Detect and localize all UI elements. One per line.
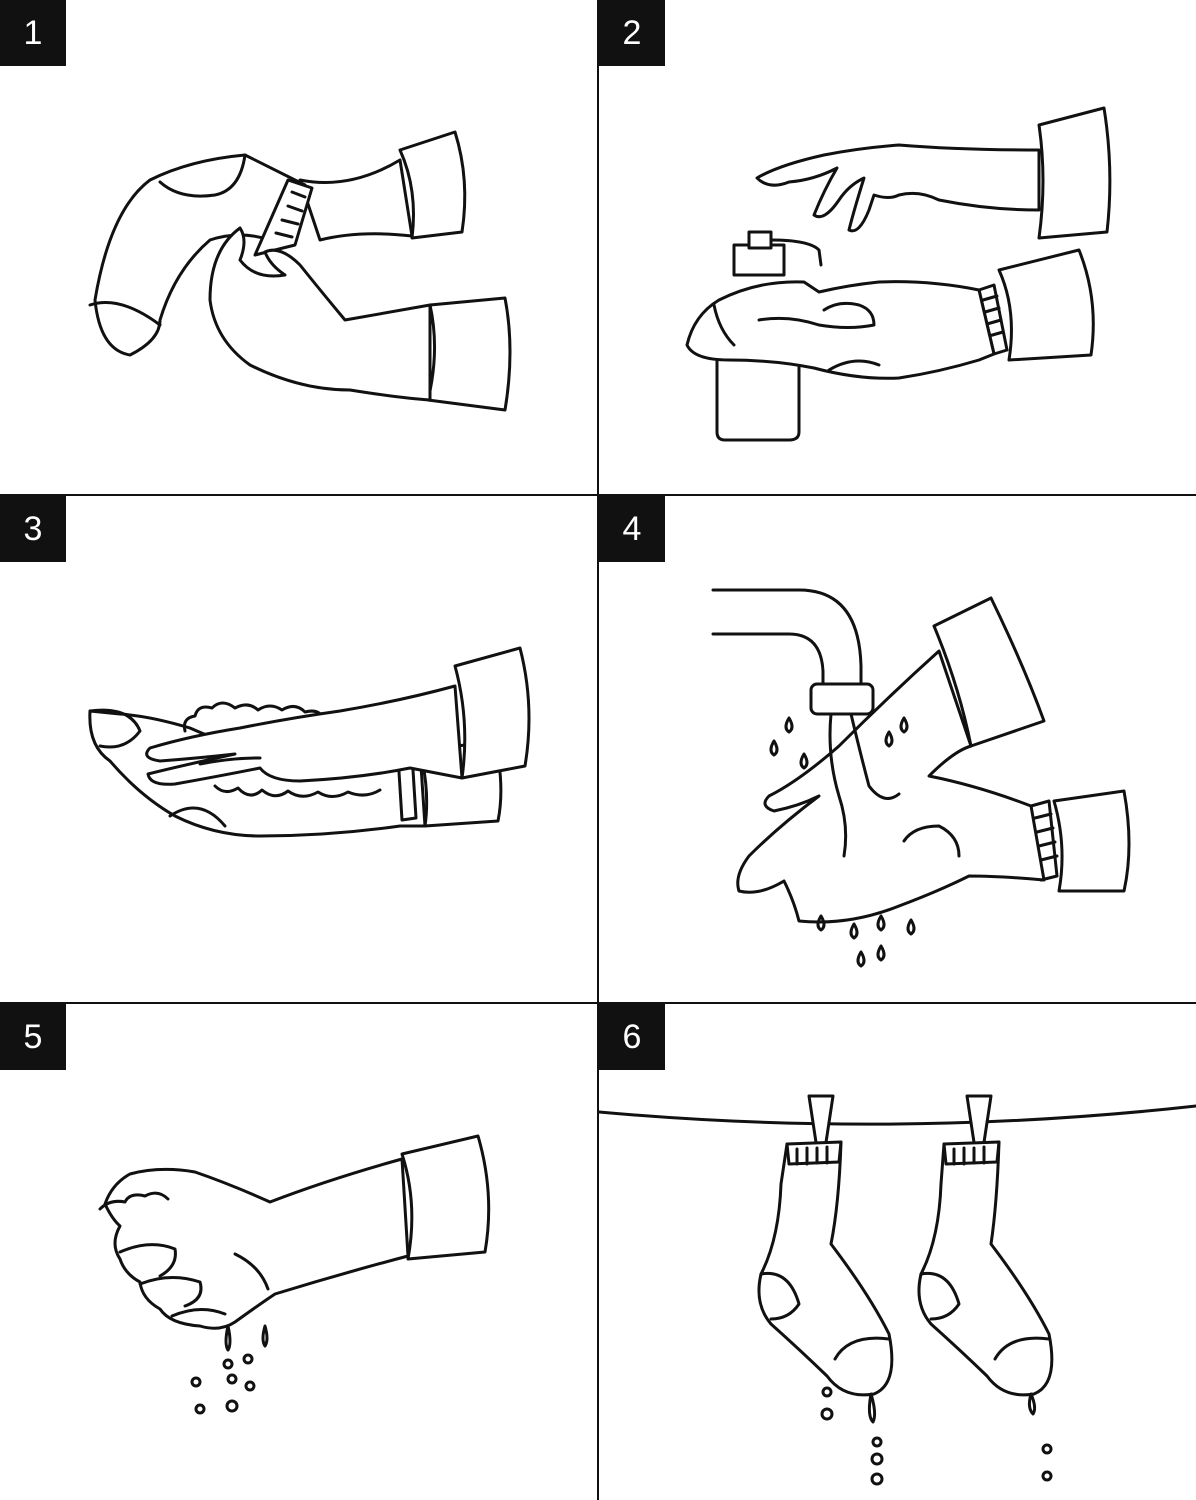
step-panel-4: 4	[599, 496, 1196, 1002]
step-panel-3: 3	[0, 496, 597, 1002]
step-number-badge: 1	[0, 0, 66, 66]
step-panel-5: 5	[0, 1004, 597, 1500]
step-number-badge: 5	[0, 1004, 66, 1070]
vertical-divider	[597, 0, 599, 1500]
lathering-illustration	[88, 646, 531, 838]
socks-putting-on-hand-illustration	[88, 130, 512, 412]
horizontal-divider	[0, 1002, 1196, 1004]
step-number-badge: 3	[0, 496, 66, 562]
wringing-out-illustration	[98, 1134, 491, 1415]
rinsing-under-tap-illustration	[711, 588, 1131, 968]
step-panel-6: 6	[599, 1004, 1196, 1500]
step-panel-2: 2	[599, 0, 1196, 494]
drying-on-line-illustration	[599, 1094, 1196, 1486]
soap-dispensing-illustration	[685, 106, 1112, 442]
step-number-badge: 6	[599, 1004, 665, 1070]
horizontal-divider	[0, 494, 1196, 496]
step-number-badge: 2	[599, 0, 665, 66]
step-panel-1: 1	[0, 0, 597, 494]
step-number-badge: 4	[599, 496, 665, 562]
